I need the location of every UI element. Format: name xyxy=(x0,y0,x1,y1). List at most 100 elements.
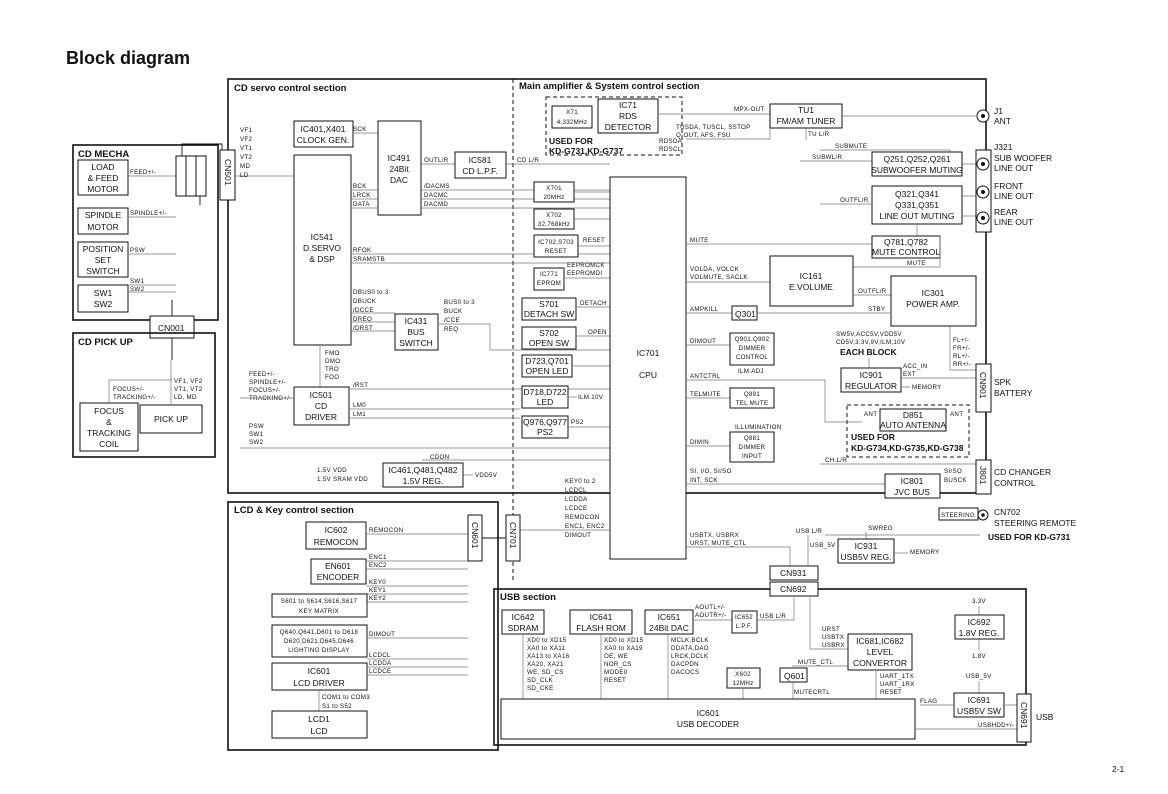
cn501-connector xyxy=(219,149,236,201)
lcd1-block xyxy=(271,710,368,739)
lcd-key-label: LCD & Key control section xyxy=(234,505,354,516)
mecha-connector-c xyxy=(195,155,207,197)
memory2-signal: MEMORY xyxy=(910,549,940,556)
mute-signal: MUTE xyxy=(690,237,709,244)
dacms-wires xyxy=(421,189,610,209)
lm-wires xyxy=(349,408,520,419)
flag-signal: FLAG xyxy=(920,698,937,705)
memory-signal: MEMORY xyxy=(912,384,942,391)
ic581-lpf-block xyxy=(454,151,507,179)
tulr-signal: TU L/R xyxy=(808,131,830,138)
ic401-clock-gen-block xyxy=(293,120,354,148)
key-wires xyxy=(366,585,468,603)
cn931-connector xyxy=(769,565,819,581)
j321-label: J321 xyxy=(994,142,1013,152)
spindle-motor-block xyxy=(77,207,129,235)
ic461-reg-block xyxy=(382,462,464,488)
used-for-731-label: USED FOR KD-G731 xyxy=(988,532,1070,542)
cn601-label: CN601 xyxy=(470,522,480,549)
ic602-remocon-block xyxy=(305,521,367,550)
cdlr-signal: CD L/R xyxy=(517,157,539,164)
ic71-rds-block xyxy=(597,98,659,134)
feed-signal: FEED+/- xyxy=(130,169,156,176)
fl-signals: FL+/-FR+/-RL+/-RR+/- xyxy=(953,337,971,368)
j801-connector xyxy=(975,459,992,495)
v18-signal: 1.8V xyxy=(972,653,987,660)
regulator-wires xyxy=(901,377,976,388)
lineout-wires xyxy=(820,163,976,217)
sck-signal: SCK xyxy=(353,126,367,133)
q301-block xyxy=(731,305,758,321)
spindle-signal: SPINDLE+/- xyxy=(130,210,167,217)
usbtx-wire xyxy=(686,546,791,566)
s701-block xyxy=(521,297,577,321)
q601-block xyxy=(779,667,808,683)
each-block-label: EACH BLOCK xyxy=(840,347,898,357)
page-number: 2-1 xyxy=(1112,764,1125,774)
pickup-wires xyxy=(108,360,172,405)
mute-wire xyxy=(686,224,918,245)
ic642-sdram-block xyxy=(501,609,545,635)
ic651-dac-block xyxy=(644,609,694,635)
ic901-regulator-block xyxy=(840,367,902,393)
pickup-text: PICK UP xyxy=(154,414,188,424)
mecha-wires xyxy=(128,175,176,293)
ic601-usb-decoder-block xyxy=(500,698,916,740)
detach-signal: DETACH xyxy=(580,300,607,307)
steering-label: STEERING xyxy=(941,512,975,519)
tu1-tuner-block xyxy=(769,103,843,129)
q891-tel-mute-block xyxy=(729,387,775,409)
cn931-label: CN931 xyxy=(780,568,807,578)
q301-text: Q301 xyxy=(735,309,756,319)
sw2-signal: SW2 xyxy=(130,286,145,293)
swreg-signal: SWREG xyxy=(868,525,893,532)
sw1-signal: SW1 xyxy=(130,278,145,285)
enc-wires xyxy=(366,560,468,570)
open-signal: OPEN xyxy=(588,329,607,336)
antctrl-signal: ANTCTRL xyxy=(690,373,721,380)
usb5v-signal: USB_5V xyxy=(810,542,836,549)
ic931-usb5v-reg-block xyxy=(837,538,895,564)
v33-signal: 3.3V xyxy=(972,598,987,605)
j1-ant-jack-center xyxy=(981,114,985,118)
ic692-reg-block xyxy=(954,614,1005,640)
usb5v2-signal: USB_5V xyxy=(966,673,992,680)
dimout-signal: DIMOUT xyxy=(369,631,395,638)
ps2-signal: PS2 xyxy=(571,419,584,426)
en601-encoder-block xyxy=(310,558,367,585)
cd-pickup-label: CD PICK UP xyxy=(78,337,134,348)
ic541-dsp-block xyxy=(293,154,352,346)
q601-text: Q601 xyxy=(784,671,805,681)
sw1-sw2-block xyxy=(77,284,129,313)
chlr-signal: CH.L/R xyxy=(825,457,847,464)
